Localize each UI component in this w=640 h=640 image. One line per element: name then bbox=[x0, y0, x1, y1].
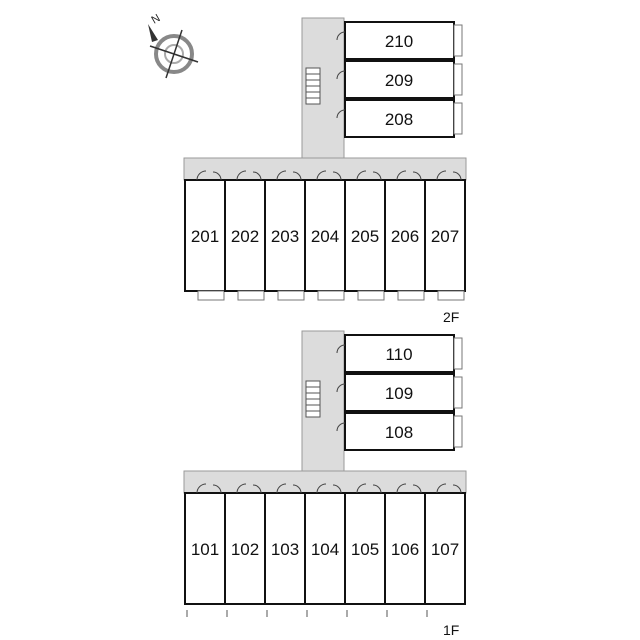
stairs bbox=[305, 380, 321, 418]
unit-102: 102 bbox=[224, 483, 266, 617]
unit-204: 204 bbox=[304, 170, 346, 301]
corridor-horizontal bbox=[183, 157, 467, 181]
floor-1f: 110 109 108 101 102 103 104 105 106 107 1F bbox=[183, 330, 467, 638]
unit-label: 104 bbox=[311, 540, 339, 559]
unit-label: 109 bbox=[385, 384, 413, 403]
unit-label: 205 bbox=[351, 227, 379, 246]
unit-label: 204 bbox=[311, 227, 339, 246]
unit-label: 105 bbox=[351, 540, 379, 559]
unit-210: 210 bbox=[336, 21, 463, 60]
unit-205: 205 bbox=[344, 170, 386, 301]
unit-label: 202 bbox=[231, 227, 259, 246]
unit-101: 101 bbox=[184, 483, 226, 617]
unit-202: 202 bbox=[224, 170, 266, 301]
unit-209: 209 bbox=[336, 60, 463, 99]
compass-north-label: N bbox=[150, 12, 163, 26]
unit-105: 105 bbox=[344, 483, 386, 617]
unit-108: 108 bbox=[336, 412, 463, 451]
unit-label: 103 bbox=[271, 540, 299, 559]
unit-label: 108 bbox=[385, 423, 413, 442]
unit-label: 208 bbox=[385, 110, 413, 129]
unit-110: 110 bbox=[336, 334, 463, 373]
unit-label: 102 bbox=[231, 540, 259, 559]
corridor-horizontal bbox=[183, 470, 467, 494]
unit-label: 206 bbox=[391, 227, 419, 246]
floor-label: 2F bbox=[443, 309, 459, 325]
unit-203: 203 bbox=[264, 170, 306, 301]
unit-208: 208 bbox=[336, 99, 463, 138]
unit-label: 203 bbox=[271, 227, 299, 246]
compass-icon: N bbox=[148, 12, 199, 79]
unit-104: 104 bbox=[304, 483, 346, 617]
unit-label: 201 bbox=[191, 227, 219, 246]
unit-label: 101 bbox=[191, 540, 219, 559]
unit-206: 206 bbox=[384, 170, 426, 301]
unit-109: 109 bbox=[336, 373, 463, 412]
floor-2f: 210 209 208 201 202 203 204 205 206 207 2F bbox=[183, 17, 467, 325]
unit-label: 207 bbox=[431, 227, 459, 246]
unit-label: 210 bbox=[385, 32, 413, 51]
unit-103: 103 bbox=[264, 483, 306, 617]
unit-label: 209 bbox=[385, 71, 413, 90]
unit-201: 201 bbox=[184, 170, 226, 301]
floor-label: 1F bbox=[443, 622, 459, 638]
unit-207: 207 bbox=[424, 170, 466, 301]
unit-107: 107 bbox=[424, 483, 466, 617]
stairs bbox=[305, 67, 321, 105]
unit-label: 110 bbox=[385, 345, 412, 364]
unit-label: 106 bbox=[391, 540, 419, 559]
unit-106: 106 bbox=[384, 483, 426, 617]
unit-label: 107 bbox=[431, 540, 459, 559]
